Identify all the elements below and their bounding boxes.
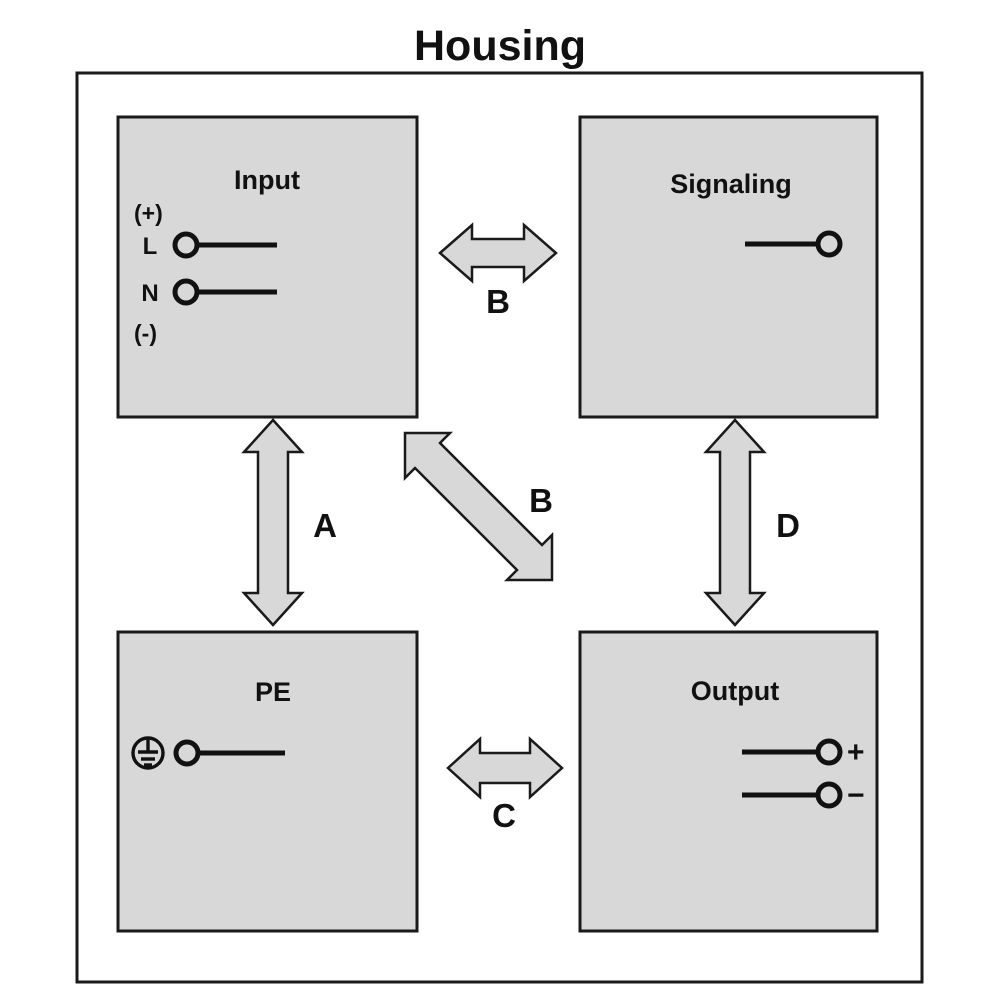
block-pe-body [116,630,419,933]
block-signaling-body [578,115,879,419]
arrow-d-label: D [776,507,800,544]
output-terminal-negative-label: − [847,779,865,812]
arrow-b-diagonal-label: B [529,482,553,519]
block-input[interactable]: Input (+) L N (-) [116,115,419,419]
arrow-a: A [241,418,337,627]
block-signaling[interactable]: Signaling [578,115,879,419]
protective-earth-icon [131,736,165,770]
block-pe-title: PE [255,677,291,707]
block-input-body [116,115,419,419]
arrow-b-diagonal: B [403,431,554,582]
output-terminal-negative-circle[interactable] [815,781,843,809]
arrow-a-shape [241,418,305,627]
block-input-title: Input [234,165,300,195]
input-terminal-n-label: N [141,280,158,307]
output-terminal-positive-label: + [847,736,865,769]
output-terminal-positive-circle[interactable] [815,738,843,766]
block-signaling-title: Signaling [670,169,792,199]
input-polarity-negative-label: (-) [134,320,157,346]
input-polarity-positive-label: (+) [134,200,163,226]
block-output-body [578,630,879,933]
arrow-c-shape [446,736,564,800]
arrow-b-diagonal-shape [403,431,554,582]
arrow-d: D [703,418,800,627]
arrow-b-top: B [438,222,558,320]
arrow-d-shape [703,418,767,627]
block-output[interactable]: Output + − [578,630,879,933]
arrow-c-label: C [492,797,516,834]
arrow-b-top-label: B [486,283,510,320]
page-title: Housing [414,22,586,70]
signaling-terminal-circle[interactable] [815,230,843,258]
arrow-b-top-shape [438,222,558,284]
arrow-a-label: A [313,507,337,544]
arrow-c: C [446,736,564,834]
block-output-title: Output [691,676,779,706]
block-pe[interactable]: PE [116,630,419,933]
input-terminal-l-label: L [143,233,158,260]
